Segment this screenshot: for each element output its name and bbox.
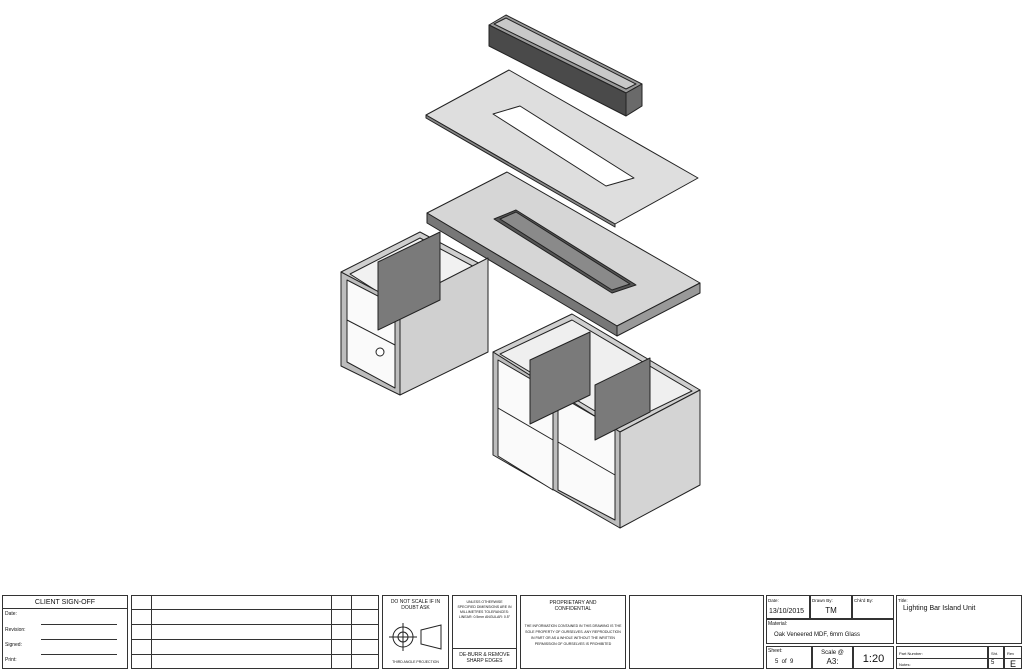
date-cell: Date: 13/10/2015	[766, 595, 810, 619]
revision-field-label: Revision:	[5, 627, 26, 633]
drawing-title: Lighting Bar Island Unit	[903, 605, 976, 612]
part-number-cell: Part Number: Notes:	[896, 646, 988, 669]
material-cell: Material: Oak Veneered MDF, 6mm Glass	[766, 619, 894, 644]
title-label: Title:	[898, 598, 908, 603]
proprietary-block: PROPRIETARY AND CONFIDENTIAL THE INFORMA…	[520, 595, 626, 669]
sheet-label: Sheet:	[768, 648, 783, 654]
date-label: Date:	[768, 598, 779, 603]
right-cabinet	[492, 313, 701, 529]
proprietary-title: PROPRIETARY AND CONFIDENTIAL	[549, 600, 597, 612]
part-number-label: Part Number:	[899, 651, 923, 656]
exploded-isometric-drawing	[340, 14, 701, 529]
third-angle-projection-icon	[389, 623, 442, 651]
drawn-by-value: TM	[825, 606, 837, 615]
scale-cell: 1:20	[853, 646, 894, 669]
signed-field-label: Signed:	[5, 642, 22, 648]
sht-label: Sht.	[991, 651, 999, 656]
light-bar	[488, 14, 643, 117]
rev-label: Rev	[1007, 651, 1015, 656]
tolerances-note: UNLESS OTHERWISE SPECIFIED DIMENSIONS AR…	[457, 600, 512, 619]
scale-paper-cell: Scale @ A3:	[812, 646, 853, 669]
blank-block	[629, 595, 764, 669]
notes-label: Notes:	[899, 662, 911, 667]
print-field-label: Print:	[5, 657, 17, 663]
rev-value: E	[1009, 659, 1016, 669]
do-not-scale-note: DO NOT SCALE IF IN DOUBT ASK	[390, 599, 441, 611]
tolerances-block: UNLESS OTHERWISE SPECIFIED DIMENSIONS AR…	[452, 595, 517, 669]
revision-table	[131, 595, 379, 669]
left-cabinet	[340, 231, 489, 396]
checked-by-cell: Chk'd By:	[852, 595, 894, 619]
projection-note: THIRD ANGLE PROJECTION	[392, 660, 439, 664]
date-value: 13/10/2015	[769, 608, 805, 615]
sheet-number-cell: Sht. 5	[988, 646, 1004, 669]
drawn-by-label: Drawn By:	[812, 598, 833, 603]
sht-value: 5	[991, 660, 995, 666]
title-cell: Title: Lighting Bar Island Unit	[896, 595, 1022, 644]
scale-paper: A3:	[826, 657, 839, 666]
checked-by-label: Chk'd By:	[854, 598, 874, 603]
deburr-note: DE-BURR & REMOVE SHARP EDGES	[459, 652, 510, 664]
material-value: Oak Veneered MDF, 6mm Glass	[774, 632, 861, 638]
scale-value: 1:20	[862, 653, 885, 665]
sheet-value: 5 of 9	[775, 659, 794, 665]
date-field-label: Date:	[5, 611, 17, 617]
proprietary-text: THE INFORMATION CONTAINED IN THIS DRAWIN…	[524, 624, 622, 646]
material-label: Material:	[768, 621, 788, 627]
sheet-cell: Sheet: 5 of 9	[766, 646, 812, 669]
client-signoff-block: CLIENT SIGN-OFF Date: Revision: Signed: …	[2, 595, 128, 669]
revision-cell: Rev E	[1004, 646, 1022, 669]
glass-panel	[425, 69, 699, 228]
countertop	[426, 171, 701, 337]
client-signoff-title: CLIENT SIGN-OFF	[34, 599, 96, 606]
scale-label: Scale @	[821, 650, 844, 656]
drawn-by-cell: Drawn By: TM	[810, 595, 852, 619]
do-not-scale-block: DO NOT SCALE IF IN DOUBT ASK THIRD ANGLE…	[382, 595, 449, 669]
